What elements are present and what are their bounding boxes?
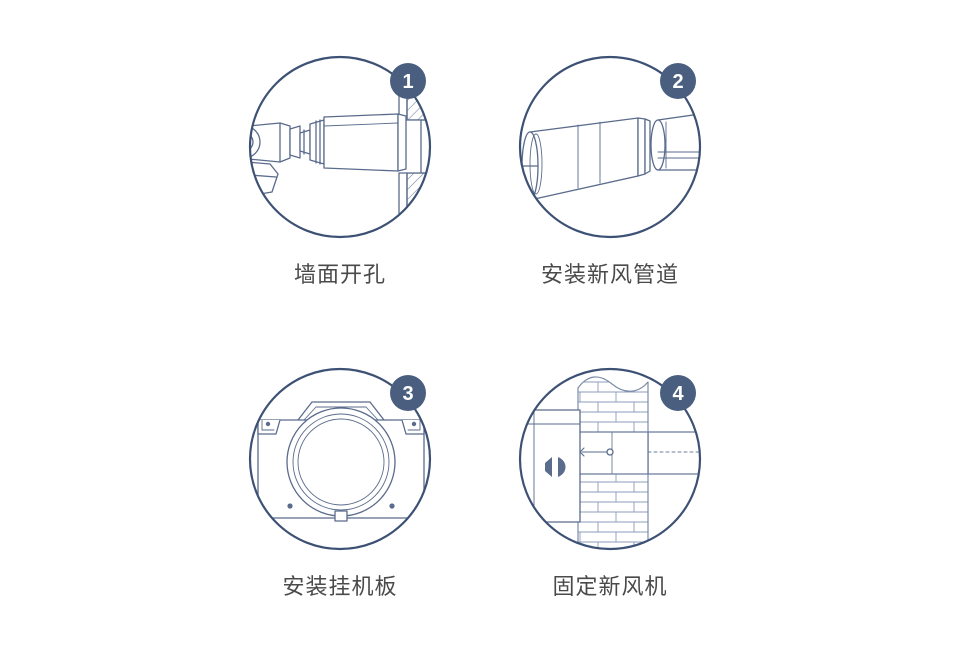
drill-body	[250, 122, 291, 199]
fresh-air-unit-body	[520, 409, 581, 523]
hole-saw-bit	[323, 113, 407, 172]
step-card-3: 3 安装挂机板	[220, 352, 460, 600]
drill-chuck	[289, 119, 325, 165]
step-card-4: 4 固定新风机	[490, 352, 730, 600]
bracket-plate	[257, 401, 425, 522]
step-2-circle-outline	[518, 55, 702, 239]
step-2-illustration: 2	[490, 40, 730, 250]
step-2-badge: 2	[660, 63, 696, 99]
mounting-plate-icon: 3	[248, 367, 432, 551]
duct-through-wall	[577, 431, 700, 475]
step-4-caption: 固定新风机	[552, 574, 668, 599]
step-1-caption: 墙面开孔	[293, 262, 386, 287]
step-4-badge: 4	[660, 375, 696, 411]
step-3-badge: 3	[390, 375, 426, 411]
step-1-illustration: 1	[220, 40, 460, 250]
step-4-circle-outline	[518, 367, 702, 551]
fresh-air-duct-icon: 2	[518, 55, 702, 239]
step-1-circle-outline	[248, 55, 432, 239]
step-3-badge-number: 3	[402, 383, 413, 405]
step-3-caption: 安装挂机板	[282, 574, 398, 599]
step-2-badge-number: 2	[672, 71, 683, 93]
drill-wall-hole-icon: 1	[248, 55, 432, 239]
duct-pipe-left	[521, 117, 651, 201]
step-4-illustration: 4	[490, 352, 730, 562]
step-4-badge-number: 4	[672, 383, 684, 405]
step-2-caption: 安装新风管道	[540, 262, 679, 287]
step-card-2: 2 安装新风管道	[490, 40, 730, 288]
step-3-circle-outline	[248, 367, 432, 551]
step-1-badge-number: 1	[402, 71, 413, 93]
step-card-1: 1 墙面开孔	[220, 40, 460, 288]
fix-unit-on-wall-icon: 4	[518, 367, 702, 551]
step-1-badge: 1	[390, 63, 426, 99]
step-3-illustration: 3	[220, 352, 460, 562]
duct-pipe-right	[650, 109, 700, 171]
fixing-line	[579, 447, 614, 457]
